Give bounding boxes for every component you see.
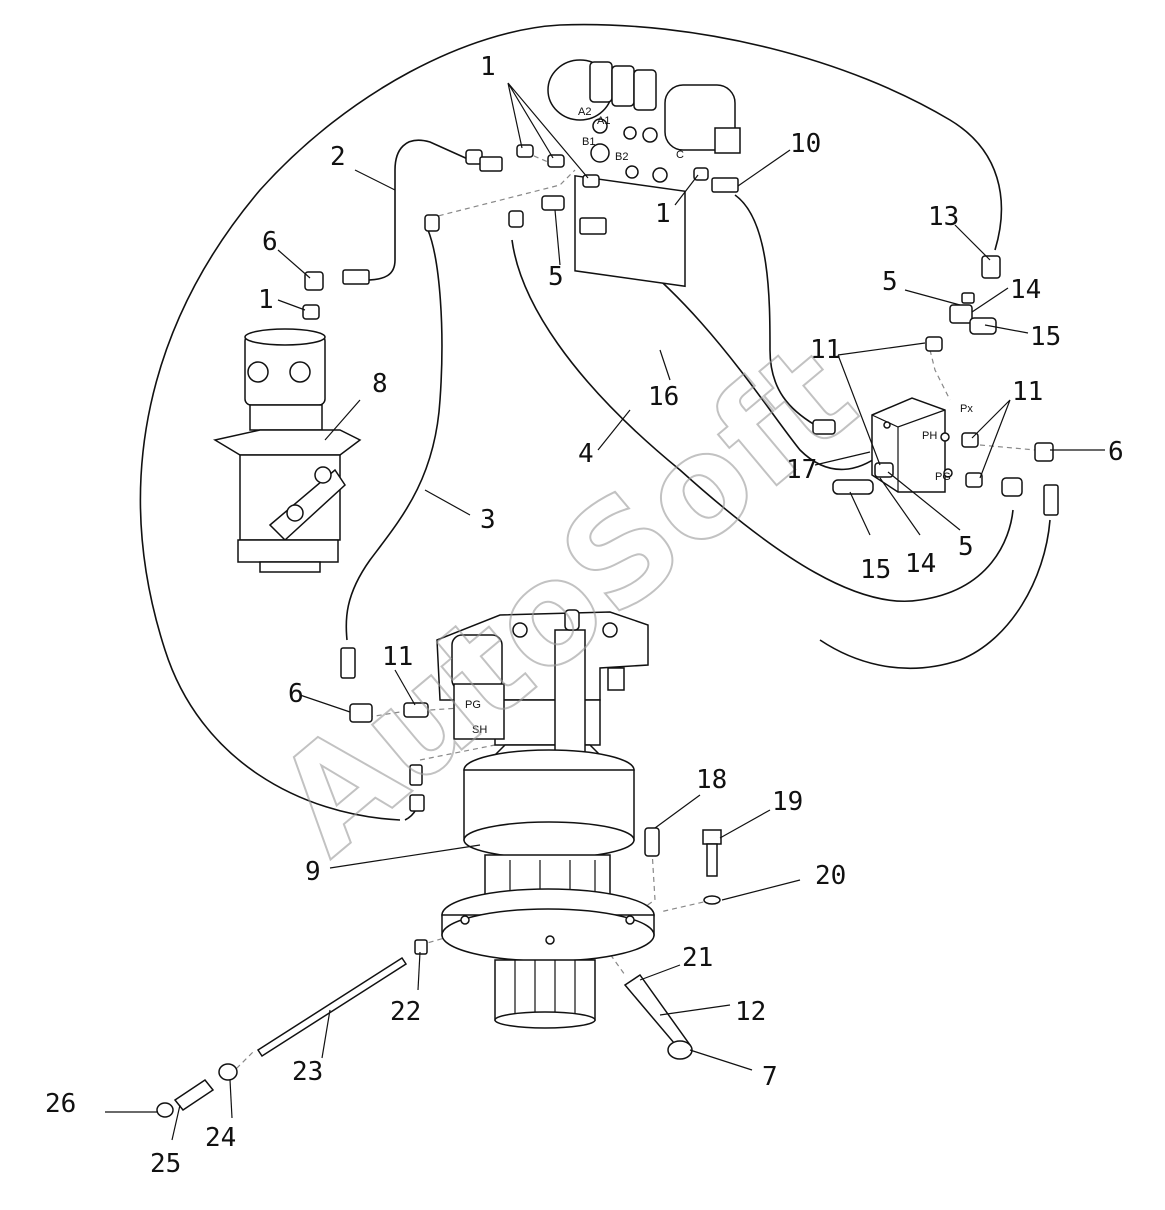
callout-25: 25 bbox=[150, 1149, 181, 1179]
callout-18: 18 bbox=[696, 765, 727, 795]
hose-4 bbox=[511, 239, 1014, 602]
callout-6a: 6 bbox=[262, 227, 278, 257]
small-parts bbox=[156, 827, 722, 1118]
tee-fittings-right bbox=[949, 255, 1001, 335]
callout-15b: 15 bbox=[860, 555, 891, 585]
callout-20: 20 bbox=[815, 861, 846, 891]
port-label-sh: SH bbox=[472, 724, 487, 736]
callout-24: 24 bbox=[205, 1123, 236, 1153]
port-label-a2: A2 bbox=[578, 106, 591, 118]
callout-6b: 6 bbox=[288, 679, 304, 709]
port-label-b2: B2 bbox=[615, 151, 628, 163]
callout-4: 4 bbox=[578, 439, 594, 469]
port-label-px: Px bbox=[960, 403, 973, 415]
callout-12: 12 bbox=[735, 997, 766, 1027]
callout-22: 22 bbox=[390, 997, 421, 1027]
hose-10 bbox=[734, 194, 816, 426]
callout-5c: 5 bbox=[958, 532, 974, 562]
hose-3 bbox=[345, 229, 443, 641]
hose-lines bbox=[139, 23, 1051, 821]
hose-16 bbox=[599, 231, 881, 471]
callout-17: 17 bbox=[786, 455, 817, 485]
callout-numbers: 1 2 6 1 8 3 6 11 9 5 1 10 13 5 14 15 11 … bbox=[45, 52, 1124, 1179]
fittings-top bbox=[302, 144, 739, 320]
callout-11a: 11 bbox=[382, 642, 413, 672]
port-label-c: C bbox=[676, 149, 684, 161]
brake-valve-block: Px PH PG bbox=[812, 336, 1059, 516]
callout-1a: 1 bbox=[480, 52, 496, 82]
port-label-ph: PH bbox=[922, 430, 937, 442]
callout-1c: 1 bbox=[655, 199, 671, 229]
callout-11b: 11 bbox=[810, 335, 841, 365]
callout-8: 8 bbox=[372, 369, 388, 399]
callout-14b: 14 bbox=[905, 549, 936, 579]
callout-23: 23 bbox=[292, 1057, 323, 1087]
callout-19: 19 bbox=[772, 787, 803, 817]
callout-2: 2 bbox=[330, 142, 346, 172]
swing-motor-reducer bbox=[436, 609, 655, 1029]
callout-15a: 15 bbox=[1030, 322, 1061, 352]
callout-7: 7 bbox=[762, 1062, 778, 1092]
callout-11c: 11 bbox=[1012, 377, 1043, 407]
callout-21: 21 bbox=[682, 943, 713, 973]
leader-lines bbox=[105, 82, 1105, 1141]
callout-14a: 14 bbox=[1010, 275, 1041, 305]
pg-sh-valve-block: PG SH bbox=[340, 647, 505, 812]
callout-1b: 1 bbox=[258, 285, 274, 315]
callout-10: 10 bbox=[790, 129, 821, 159]
port-label-pg-block: PG bbox=[935, 471, 951, 483]
swivel-joint bbox=[213, 328, 362, 573]
callout-9: 9 bbox=[305, 857, 321, 887]
port-label-b1: B1 bbox=[582, 136, 595, 148]
callout-26: 26 bbox=[45, 1089, 76, 1119]
control-valve: A2 A1 B1 B2 C bbox=[547, 59, 741, 288]
port-label-a1: A1 bbox=[597, 115, 610, 127]
port-label-pg-valve: PG bbox=[465, 699, 481, 711]
callout-13: 13 bbox=[928, 202, 959, 232]
hose-2 bbox=[364, 139, 471, 281]
callout-3: 3 bbox=[480, 505, 496, 535]
callout-5b: 5 bbox=[882, 267, 898, 297]
hose-outer-loop bbox=[139, 23, 1003, 821]
callout-5a: 5 bbox=[548, 262, 564, 292]
callout-6c: 6 bbox=[1108, 437, 1124, 467]
callout-16: 16 bbox=[648, 382, 679, 412]
hose-6-right bbox=[819, 519, 1051, 670]
